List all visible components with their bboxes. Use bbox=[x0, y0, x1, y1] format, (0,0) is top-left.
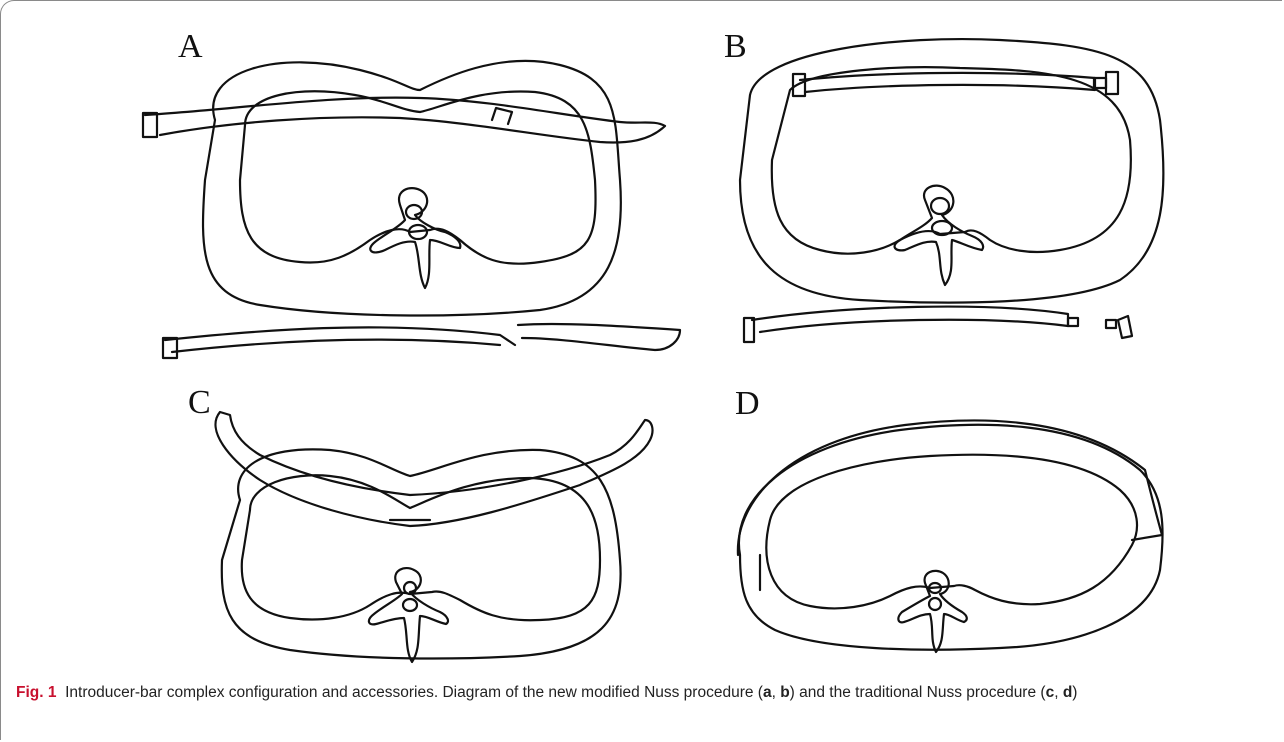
panel-label-c: C bbox=[188, 386, 211, 420]
panel-b-vertebra-1 bbox=[931, 198, 949, 214]
panel-a-bar-split-right bbox=[518, 324, 680, 350]
panel-d-vertebra-2 bbox=[929, 598, 941, 610]
panel-b-split-connector bbox=[1068, 318, 1078, 326]
panel-a-bar-split-left-lower bbox=[172, 340, 500, 352]
panel-b-split-end-left bbox=[744, 318, 754, 342]
panel-b-diagram bbox=[740, 39, 1163, 342]
panel-c-vertebra-2 bbox=[403, 599, 417, 611]
panel-a-diagram bbox=[143, 61, 680, 358]
caption-text-1: Introducer-bar complex configuration and… bbox=[65, 684, 763, 701]
panel-b-cap-small bbox=[1106, 320, 1116, 328]
panel-a-chest-inner bbox=[240, 91, 596, 263]
panel-a-vertebra-1 bbox=[406, 205, 422, 219]
caption-ref-b: b bbox=[780, 684, 789, 701]
panel-a-bar-end bbox=[143, 113, 157, 137]
caption-ref-d: d bbox=[1063, 684, 1072, 701]
panel-label-d: D bbox=[735, 387, 760, 421]
caption-text-2: ) and the traditional Nuss procedure ( bbox=[790, 684, 1046, 701]
panel-c-diagram bbox=[216, 412, 653, 662]
caption-ref-c: c bbox=[1046, 684, 1055, 701]
panel-b-cap bbox=[1118, 316, 1132, 338]
panel-d-chest-inner bbox=[766, 455, 1137, 609]
caption-sep-2: , bbox=[1054, 684, 1063, 701]
panel-b-bar-split bbox=[752, 307, 1068, 332]
caption-sep-1: , bbox=[772, 684, 781, 701]
panel-b-bar bbox=[800, 73, 1095, 92]
panel-a-bar bbox=[145, 98, 665, 143]
caption-ref-a: a bbox=[763, 684, 772, 701]
panel-a-connector bbox=[492, 108, 512, 124]
panel-label-a: A bbox=[178, 30, 203, 64]
figure-caption: Fig. 1 Introducer-bar complex configurat… bbox=[16, 682, 1266, 703]
panel-label-b: B bbox=[724, 30, 747, 64]
caption-text-3: ) bbox=[1072, 684, 1077, 701]
figure-number: Fig. 1 bbox=[16, 684, 56, 701]
panel-d-outer-bar bbox=[738, 420, 1162, 555]
panel-b-bar-end-right bbox=[1106, 72, 1118, 94]
panel-d-diagram bbox=[738, 420, 1163, 652]
